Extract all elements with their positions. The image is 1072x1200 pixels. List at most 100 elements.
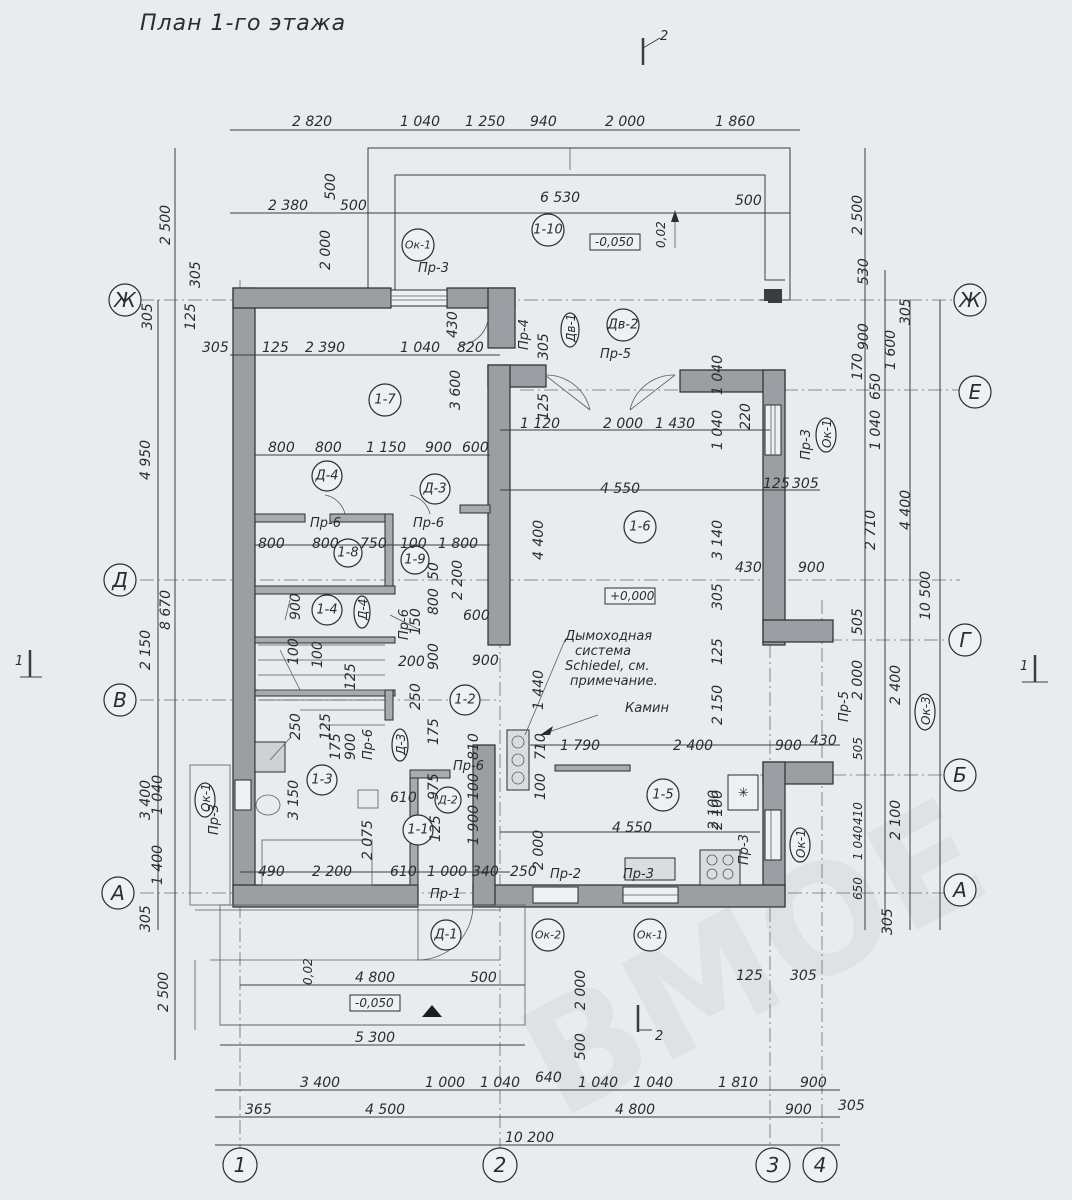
svg-text:1 040: 1 040 — [710, 355, 726, 395]
svg-text:250: 250 — [510, 864, 537, 880]
chimney-note-line2: система — [575, 644, 631, 659]
svg-text:800: 800 — [312, 536, 339, 552]
dim-left-mid: 305 4 950 2 150 1 400 1 040 — [138, 303, 166, 885]
svg-text:4 400: 4 400 — [531, 520, 547, 560]
dim-top-row1: 2 820 1 040 1 250 940 2 000 1 860 — [292, 114, 755, 130]
svg-text:220: 220 — [738, 403, 754, 430]
svg-text:8 670: 8 670 — [158, 590, 174, 630]
section-mark-left: 1 — [15, 654, 23, 669]
dim-top-row2: 2 380 500 6 530 500 — [268, 190, 762, 214]
svg-text:500: 500 — [340, 198, 367, 214]
svg-text:2 400: 2 400 — [673, 738, 713, 754]
opening-label-pr4: Пр-4 — [517, 319, 532, 350]
svg-text:4 500: 4 500 — [365, 1102, 405, 1118]
level-floor: +0,000 — [610, 589, 655, 603]
chimney-leader — [524, 639, 599, 736]
svg-text:1 400: 1 400 — [150, 845, 166, 885]
svg-text:500: 500 — [470, 970, 497, 986]
svg-text:900: 900 — [426, 643, 442, 670]
section-mark-bottom: 2 — [655, 1029, 663, 1044]
dim-left-outer: 2 500 8 670 3 400 2 500 305 — [138, 205, 174, 1012]
axis-label-2: 2 — [494, 1153, 507, 1177]
room-label-1-10: 1-10 — [533, 223, 563, 238]
opening-labels: Пр-3 Пр-4 Пр-5 Пр-6 Пр-6 Пр-6 Пр-6 Пр-3 … — [207, 261, 852, 902]
svg-text:4 800: 4 800 — [615, 1102, 655, 1118]
svg-text:900: 900 — [785, 1102, 812, 1118]
window-label-ok1-lower: Ок-1 — [794, 829, 808, 858]
svg-text:305: 305 — [536, 333, 552, 360]
room-label-1-2: 1-2 — [454, 693, 475, 708]
axis-label-a-left: А — [109, 881, 125, 905]
dim-row-d: 800 800 1 150 900 600 — [268, 440, 489, 456]
svg-text:4 950: 4 950 — [138, 440, 154, 480]
svg-text:305: 305 — [880, 908, 896, 935]
door-label-d3: Д-3 — [422, 482, 446, 497]
svg-text:250: 250 — [288, 713, 304, 740]
svg-text:1 120: 1 120 — [520, 416, 560, 432]
watermark: ВМОЕ — [495, 766, 1013, 1151]
svg-text:2 075: 2 075 — [360, 820, 376, 860]
slope-bottom: 0,02 — [301, 958, 315, 985]
svg-text:2 000: 2 000 — [850, 660, 866, 700]
dim-left-inner: 125 305 2 000 500 3 600 430 4 400 2 200 … — [183, 173, 547, 870]
opening-label-pr6-a: Пр-6 — [310, 516, 341, 531]
svg-text:900: 900 — [798, 560, 825, 576]
dim-bottom-porch: 4 800 500 5 300 — [355, 970, 497, 1046]
svg-text:610: 610 — [390, 790, 417, 806]
svg-text:640: 640 — [535, 1070, 562, 1086]
opening-label-pr1: Пр-1 — [430, 887, 461, 902]
axis-label-3: 3 — [767, 1153, 780, 1177]
axis-bubbles-numbers: 1 2 3 4 — [222, 1147, 838, 1183]
dimension-lines — [157, 129, 941, 1146]
svg-text:1 800: 1 800 — [438, 536, 478, 552]
axis-label-b-right: Б — [953, 763, 967, 787]
porch — [189, 764, 526, 1030]
svg-text:2 500: 2 500 — [156, 972, 172, 1012]
svg-text:2 500: 2 500 — [850, 195, 866, 235]
svg-text:305: 305 — [188, 261, 204, 288]
svg-text:1 900: 1 900 — [466, 805, 482, 845]
room-label-1-6: 1-6 — [629, 520, 650, 535]
svg-text:365: 365 — [245, 1102, 272, 1118]
opening-label-pr5: Пр-5 — [600, 347, 631, 362]
svg-text:125: 125 — [428, 815, 444, 842]
room-labels: 1-10 1-7 1-6 1-8 1-9 1-4 1-2 1-3 1-1 1-5 — [306, 213, 680, 846]
level-terrace: -0,050 — [595, 235, 634, 249]
svg-text:430: 430 — [445, 311, 461, 338]
entry-arrow-icon — [422, 1005, 442, 1017]
svg-text:10 200: 10 200 — [505, 1130, 554, 1146]
room-label-1-3: 1-3 — [311, 773, 332, 788]
room-label-1-1: 1-1 — [407, 823, 428, 838]
svg-text:410: 410 — [851, 802, 865, 825]
svg-text:1 600: 1 600 — [883, 330, 899, 370]
slope-arrow-icon — [671, 210, 679, 222]
room-label-1-9: 1-9 — [404, 553, 425, 568]
axis-label-zh-right: Ж — [957, 288, 982, 312]
svg-text:505: 505 — [851, 737, 865, 760]
staircase — [258, 599, 385, 726]
svg-text:5 300: 5 300 — [355, 1030, 395, 1046]
opening-label-pr6-c: Пр-6 — [361, 729, 376, 760]
svg-text:810: 810 — [466, 733, 482, 760]
dim-row-zh: 305 125 2 390 1 040 820 — [202, 340, 484, 356]
axis-label-v-left: В — [113, 688, 127, 712]
axis-label-a-right: А — [951, 878, 967, 902]
svg-text:2 000: 2 000 — [318, 230, 334, 270]
svg-text:200: 200 — [398, 654, 425, 670]
svg-text:500: 500 — [735, 193, 762, 209]
svg-text:710: 710 — [533, 733, 549, 760]
chimney-note-line4: примечание. — [570, 674, 658, 689]
opening-label-pr3-left: Пр-3 — [207, 804, 222, 835]
svg-text:2 390: 2 390 — [305, 340, 345, 356]
dim-right: 2 500 530 170 900 1 600 305 650 1 040 4 … — [706, 195, 934, 935]
svg-text:900: 900 — [472, 653, 499, 669]
svg-text:250: 250 — [408, 683, 424, 710]
axis-label-g-right: Г — [959, 628, 972, 652]
svg-text:2 200: 2 200 — [450, 560, 466, 600]
svg-text:1 150: 1 150 — [366, 440, 406, 456]
door-label-d1: Д-1 — [433, 928, 457, 943]
svg-text:100: 100 — [310, 641, 326, 668]
svg-text:100: 100 — [533, 773, 549, 800]
svg-text:800: 800 — [315, 440, 342, 456]
